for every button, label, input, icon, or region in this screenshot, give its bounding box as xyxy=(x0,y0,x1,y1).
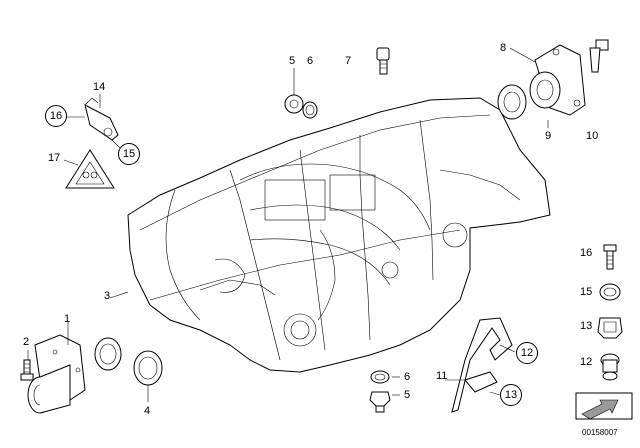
callout-16: 16 xyxy=(45,105,67,127)
callout-5-bottom: 5 xyxy=(404,389,411,401)
legend-grommet-12 xyxy=(600,353,620,381)
callout-13: 13 xyxy=(500,384,522,406)
document-number: 00158007 xyxy=(582,428,618,437)
shaft-seal-part-4 xyxy=(133,350,163,386)
navigation-arrow-box xyxy=(575,392,633,420)
legend-label-13: 13 xyxy=(580,320,593,332)
callout-4: 4 xyxy=(144,405,151,417)
breather-part-7 xyxy=(376,47,390,75)
leader-lines xyxy=(27,47,549,402)
sensor-assembly xyxy=(84,97,119,141)
callout-12: 12 xyxy=(516,342,538,364)
legend-label-16: 16 xyxy=(580,247,593,259)
callout-10: 10 xyxy=(586,130,599,142)
slave-cylinder-assembly xyxy=(497,44,586,120)
legend-clip-13 xyxy=(597,317,623,339)
warning-label-triangle xyxy=(65,149,115,189)
callout-17: 17 xyxy=(48,152,61,164)
callout-6-top: 6 xyxy=(307,55,314,67)
legend-label-15: 15 xyxy=(580,286,593,298)
callout-2: 2 xyxy=(23,336,30,348)
legend-label-12: 12 xyxy=(580,356,593,368)
legend-ring-15 xyxy=(599,283,621,301)
bolt-part-10 xyxy=(589,39,609,73)
callout-1: 1 xyxy=(64,313,71,325)
seal-ring-left xyxy=(94,337,122,371)
callout-15: 15 xyxy=(118,143,140,165)
plug-and-ring-bottom xyxy=(369,370,391,413)
guide-tube-part xyxy=(27,334,86,414)
callout-6-bottom: 6 xyxy=(404,371,411,383)
callout-14: 14 xyxy=(93,81,106,93)
callout-7: 7 xyxy=(345,55,352,67)
bracket-part-11 xyxy=(451,317,513,413)
callout-5-top: 5 xyxy=(289,55,296,67)
bolt-part-2 xyxy=(20,359,34,381)
legend-bolt-16 xyxy=(603,244,617,270)
plug-and-ring-top xyxy=(284,94,318,119)
callout-8: 8 xyxy=(500,42,507,54)
callout-3: 3 xyxy=(104,290,111,302)
callout-9: 9 xyxy=(545,130,552,142)
callout-11: 11 xyxy=(436,370,448,382)
transmission-housing xyxy=(127,97,551,373)
